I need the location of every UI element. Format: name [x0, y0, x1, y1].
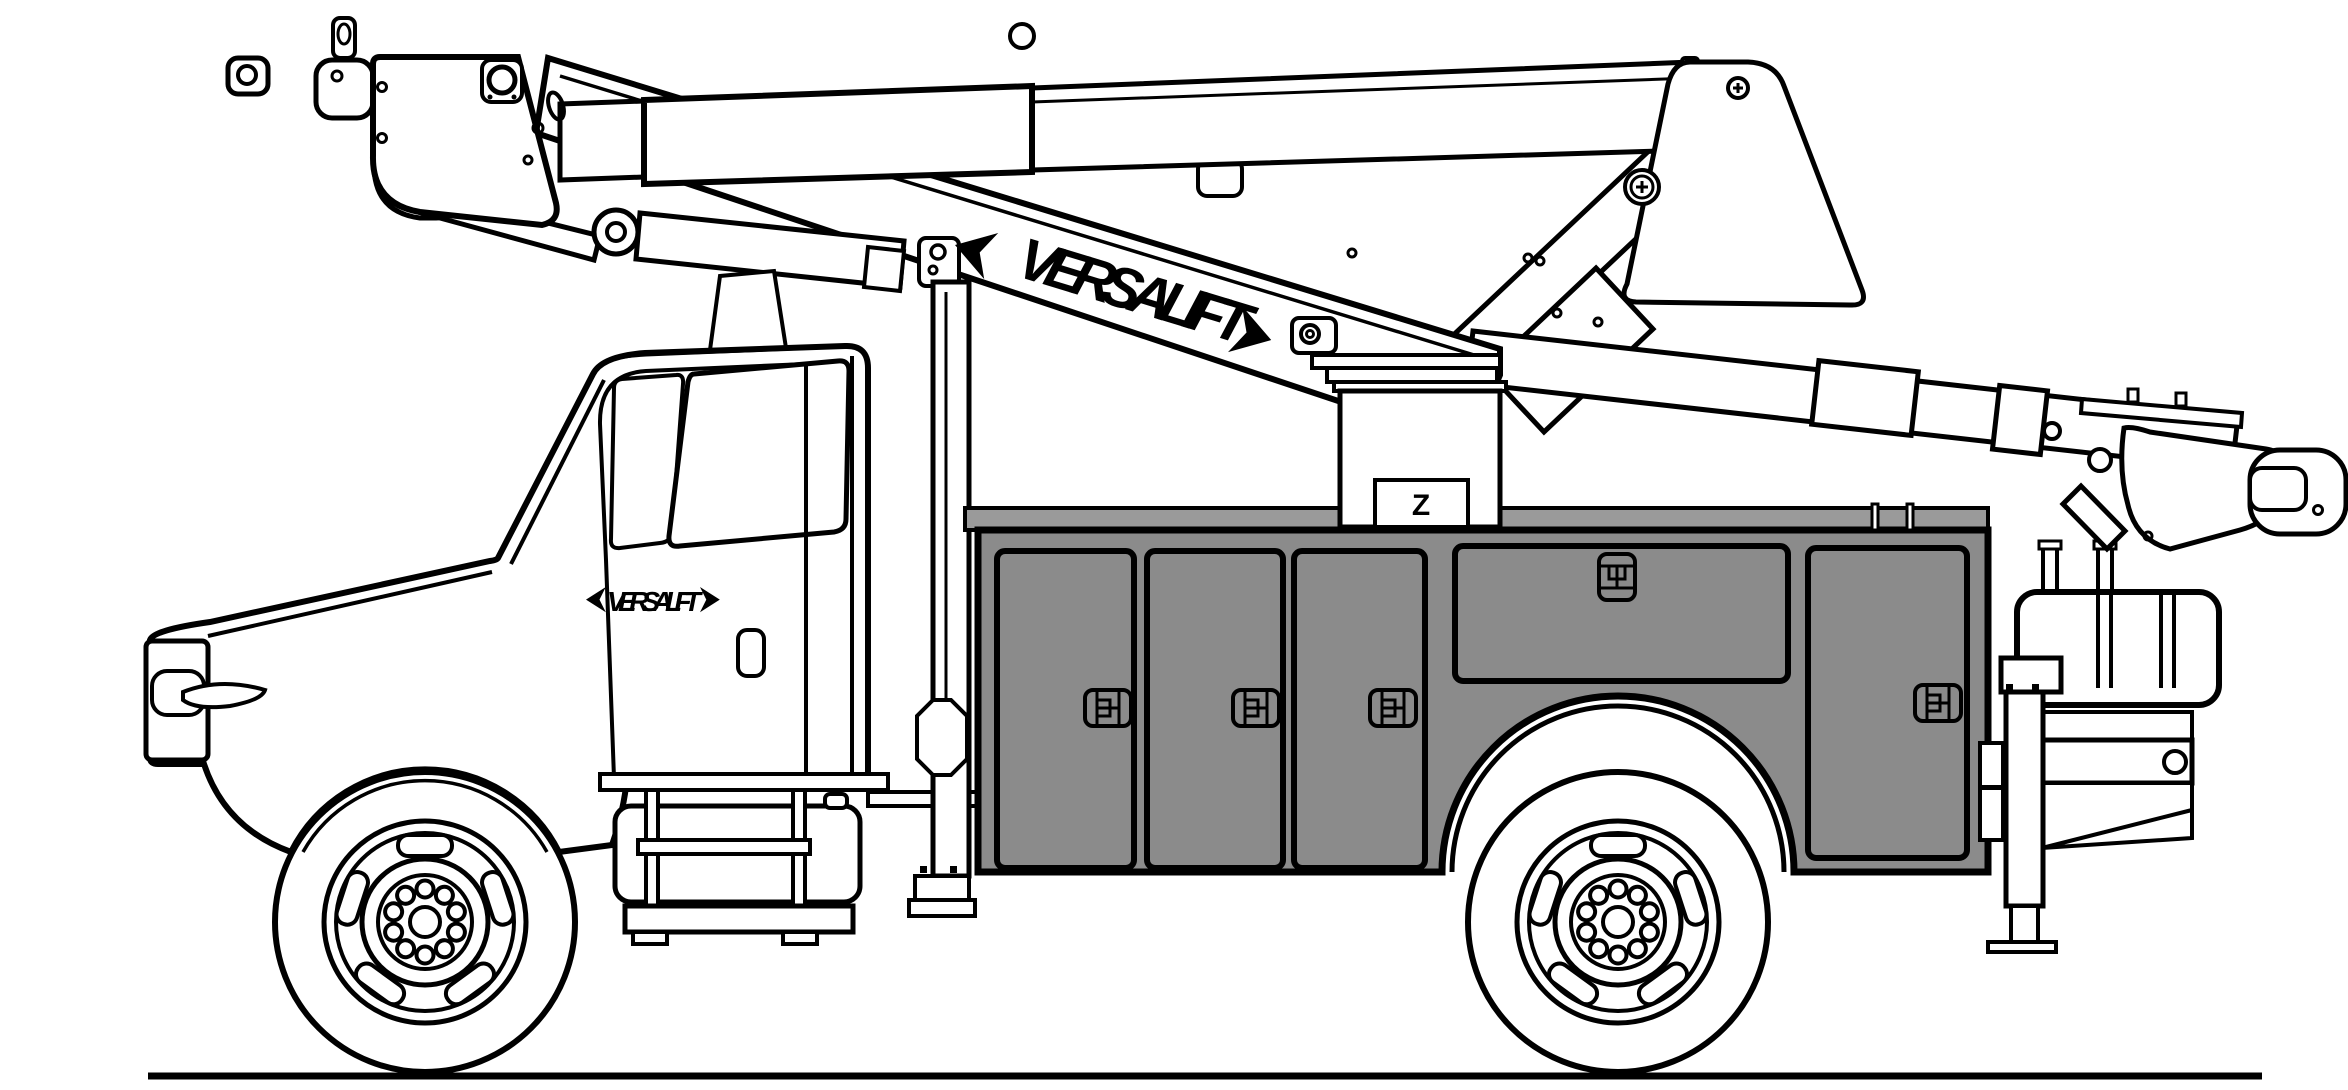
rear-wheel-arch — [1449, 703, 1787, 873]
door-versalift-decal: VERSALIFT — [586, 586, 720, 617]
pivot-pin-icon — [1726, 76, 1750, 100]
lift-cylinder — [591, 207, 961, 294]
cab — [143, 342, 982, 946]
pivot-pin-icon — [1623, 168, 1661, 206]
mast-foot — [907, 898, 977, 918]
compartment-door-1 — [994, 548, 1137, 871]
boom-rest-bracket — [707, 268, 789, 353]
jib-hook — [2247, 447, 2348, 537]
door-window — [666, 358, 852, 549]
boom-elbow-assembly — [225, 16, 961, 353]
door-seam — [597, 362, 807, 779]
compartment-door-top — [1452, 543, 1791, 684]
boom-tip-jib — [2059, 387, 2348, 553]
pedestal-plate — [1373, 478, 1470, 529]
cab-steps-fuel-tank — [598, 772, 890, 946]
front-fender-arch — [301, 779, 549, 853]
utility-body — [963, 502, 1992, 876]
headlight — [181, 682, 268, 710]
hood-seam — [207, 570, 493, 638]
compartment-door-3 — [1291, 548, 1428, 871]
mast-collar — [915, 698, 969, 777]
pedestal-turntable: Z — [1290, 316, 1508, 530]
windshield-pillar — [509, 379, 606, 565]
pedestal-marking: Z — [1412, 489, 1430, 522]
rear-tail-assembly — [1978, 539, 2222, 954]
roof-line — [595, 345, 843, 369]
compartment-door-2 — [1144, 548, 1286, 871]
mast-stabilizer — [907, 279, 977, 918]
boom-tip-plate — [1621, 59, 1866, 308]
outrigger-foot — [1986, 940, 2058, 954]
compartment-door-rear — [1805, 545, 1970, 861]
door-handle — [736, 628, 766, 678]
platform-rest-frame — [2014, 589, 2222, 708]
rear-outrigger — [1986, 655, 2064, 954]
rear-wheel — [1468, 772, 1768, 1072]
fuel-cap — [823, 792, 849, 810]
door-decal-text: VERSALIFT — [607, 586, 704, 617]
upper-boom — [557, 22, 1700, 198]
front-wheel — [275, 772, 575, 1072]
